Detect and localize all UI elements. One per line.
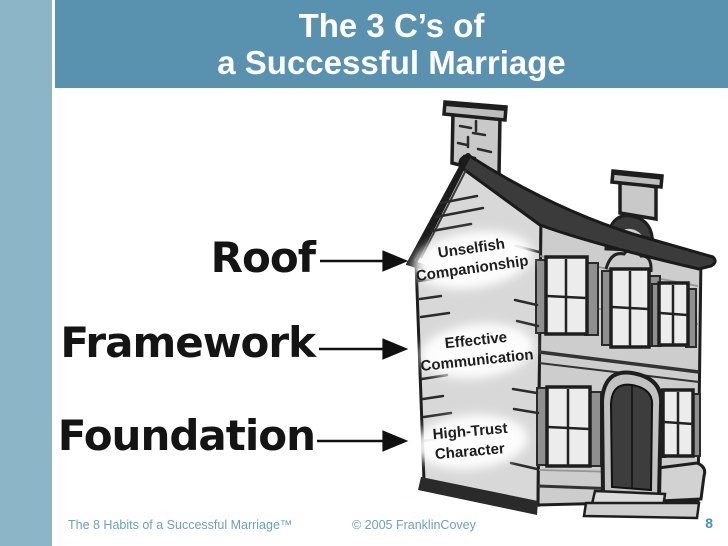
title-banner: The 3 C’s of a Successful Marriage bbox=[55, 0, 728, 88]
upper-window-right bbox=[651, 281, 697, 348]
slide-title-line1: The 3 C’s of bbox=[298, 7, 485, 44]
foundation-right bbox=[656, 461, 707, 503]
callout-roof: Roof bbox=[210, 233, 316, 282]
page-number: 8 bbox=[705, 515, 713, 531]
callout-framework: Framework bbox=[60, 318, 316, 367]
gable-edge-inner-line bbox=[420, 169, 467, 259]
callout-foundation: Foundation bbox=[57, 411, 316, 460]
house-label-foundation-line1: High-Trust bbox=[432, 420, 508, 443]
gable-hatch-lines bbox=[430, 194, 485, 233]
lower-window-left bbox=[536, 385, 602, 468]
house-illustration: Unselfish Companionship Effective Commun… bbox=[405, 100, 717, 520]
sidebar-accent-bar bbox=[0, 0, 52, 546]
foundation-left-band bbox=[418, 477, 538, 515]
house-label-foundation: High-Trust Character bbox=[432, 420, 508, 463]
slide-title-line2: a Successful Marriage bbox=[217, 44, 566, 81]
label-glow bbox=[413, 231, 534, 470]
house-label-foundation-line2: Character bbox=[434, 440, 505, 463]
footer-title: The 8 Habits of a Successful Marriage™ bbox=[68, 518, 293, 532]
upper-window-left bbox=[535, 255, 599, 336]
footer-copyright: © 2005 FranklinCovey bbox=[352, 518, 476, 532]
house-label-framework-line1: Effective bbox=[444, 329, 508, 352]
front-door-icon bbox=[599, 370, 664, 500]
callout-arrows bbox=[317, 250, 409, 452]
small-chimney-icon bbox=[610, 169, 664, 222]
door-steps bbox=[582, 489, 701, 520]
